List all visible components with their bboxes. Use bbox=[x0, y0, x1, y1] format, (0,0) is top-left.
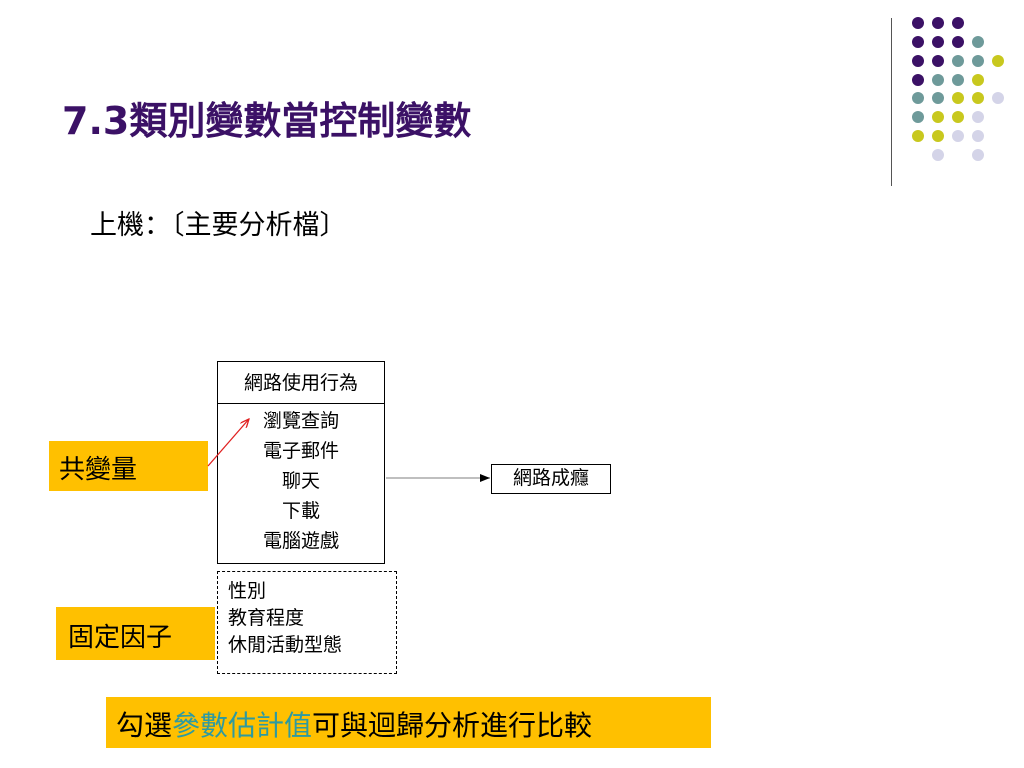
bottom-note-suffix: 可與迴歸分析進行比較 bbox=[312, 709, 593, 742]
decorative-dot bbox=[932, 17, 944, 29]
decorative-dot bbox=[972, 74, 984, 86]
decorative-dot bbox=[952, 17, 964, 29]
decorative-dot bbox=[912, 55, 924, 67]
behavior-box-header: 網路使用行為 bbox=[218, 362, 384, 404]
decorative-dot bbox=[912, 130, 924, 142]
decorative-dot bbox=[952, 36, 964, 48]
decorative-dot bbox=[932, 149, 944, 161]
decorative-dot bbox=[952, 111, 964, 123]
bottom-note-highlight: 參數估計值 bbox=[172, 709, 313, 742]
behavior-item: 電子郵件 bbox=[262, 440, 339, 462]
decorative-dot bbox=[972, 55, 984, 67]
control-variables-box: 性別 教育程度 休閒活動型態 bbox=[217, 571, 397, 674]
control-item: 性別 bbox=[228, 580, 267, 602]
decorative-dot bbox=[952, 74, 964, 86]
outcome-box: 網路成癮 bbox=[491, 464, 611, 494]
slide-subtitle: 上機：〔主要分析檔〕 bbox=[90, 210, 347, 241]
decorative-dot bbox=[912, 36, 924, 48]
bottom-note-prefix: 勾選 bbox=[116, 709, 173, 742]
behavior-item: 聊天 bbox=[281, 470, 320, 492]
behavior-item: 瀏覽查詢 bbox=[262, 410, 339, 432]
behavior-item: 下載 bbox=[281, 500, 320, 522]
decorative-dot bbox=[972, 36, 984, 48]
decorative-dot bbox=[972, 130, 984, 142]
decorative-dot bbox=[912, 92, 924, 104]
decorative-dot bbox=[932, 111, 944, 123]
decorative-dot bbox=[972, 111, 984, 123]
control-item: 休閒活動型態 bbox=[228, 634, 343, 656]
control-item: 教育程度 bbox=[228, 607, 305, 629]
decorative-dot bbox=[992, 92, 1004, 104]
behavior-item: 電腦遊戲 bbox=[262, 530, 339, 552]
header-divider-line bbox=[891, 18, 892, 186]
decorative-dot bbox=[952, 130, 964, 142]
decorative-dot bbox=[952, 55, 964, 67]
fixed-factor-label: 固定因子 bbox=[56, 607, 215, 660]
behavior-list: 瀏覽查詢 電子郵件 聊天 下載 電腦遊戲 bbox=[218, 404, 384, 556]
decorative-dot bbox=[912, 74, 924, 86]
decorative-dot bbox=[912, 17, 924, 29]
decorative-dot bbox=[932, 74, 944, 86]
decorative-dot bbox=[952, 92, 964, 104]
decorative-dot bbox=[932, 36, 944, 48]
behavior-box: 網路使用行為 瀏覽查詢 電子郵件 聊天 下載 電腦遊戲 bbox=[217, 361, 385, 564]
decorative-dot bbox=[972, 92, 984, 104]
covariate-arrow bbox=[207, 419, 249, 467]
decorative-dot bbox=[992, 55, 1004, 67]
decorative-dot bbox=[932, 55, 944, 67]
decorative-dot bbox=[932, 92, 944, 104]
decorative-dot bbox=[932, 130, 944, 142]
slide-title: 7.3類別變數當控制變數 bbox=[62, 99, 472, 143]
decorative-dot bbox=[972, 149, 984, 161]
bottom-note: 勾選參數估計值可與迴歸分析進行比較 bbox=[106, 697, 711, 748]
decorative-dot bbox=[912, 111, 924, 123]
covariate-label: 共變量 bbox=[49, 441, 208, 491]
